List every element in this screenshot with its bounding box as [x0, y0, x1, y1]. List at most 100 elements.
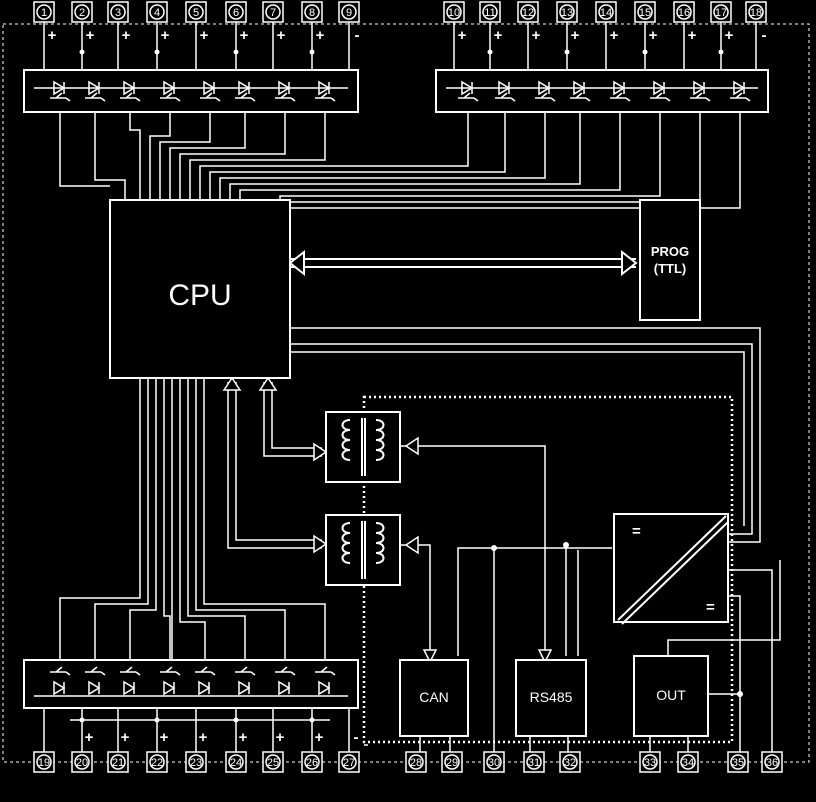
polarity-mark: -	[354, 729, 359, 746]
bottom-terminal-27: 27	[338, 751, 360, 773]
cpu-label: CPU	[168, 279, 231, 312]
terminal-number: 4	[154, 7, 160, 19]
bottom-terminal-23: 23	[185, 751, 207, 773]
top-right-terminal-13: 13	[556, 1, 578, 23]
phototransistor	[195, 666, 216, 676]
top-right-terminal-10: 10	[443, 1, 465, 23]
phototransistor	[50, 92, 71, 102]
polarity-mark: +	[200, 27, 209, 44]
terminal-number: 26	[306, 757, 318, 769]
can-block	[399, 659, 469, 737]
enclosure-frame	[2, 23, 810, 763]
top-right-terminal-11: 11	[479, 1, 501, 23]
top-right-terminal-12: 12	[517, 1, 539, 23]
phototransistor	[535, 92, 556, 102]
bottom-terminal-35: 35	[727, 751, 749, 773]
rs485-block	[515, 659, 587, 737]
terminal-number: 14	[600, 7, 612, 19]
phototransistor	[50, 666, 71, 676]
terminal-number: 1	[41, 7, 47, 19]
prog-label: PROG	[651, 244, 689, 259]
terminal-number: 7	[270, 7, 276, 19]
polarity-mark: +	[688, 27, 697, 44]
bottom-terminal-20: 20	[71, 751, 93, 773]
out-label: OUT	[656, 687, 686, 703]
top-right-terminal-17: 17	[710, 1, 732, 23]
top-terminal-row: 1+2+3+4+5+6+7+8+9-10+11+12+13+14+15+16+1…	[33, 1, 767, 70]
cpu-block	[109, 199, 291, 379]
polarity-mark: -	[355, 27, 360, 44]
dcdc-input-mark: =	[632, 523, 641, 540]
prog-ttl-block	[639, 199, 701, 321]
top-left-terminal-1: 1	[33, 1, 55, 23]
terminal-number: 28	[410, 757, 422, 769]
terminal-number: 6	[233, 7, 239, 19]
led-diode	[238, 680, 251, 696]
terminal-number: 13	[561, 7, 573, 19]
terminal-number: 34	[682, 757, 694, 769]
polarity-mark: +	[316, 27, 325, 44]
optocoupler-block-top-left	[23, 69, 359, 113]
led-diode	[278, 680, 291, 696]
terminal-number: 24	[230, 757, 242, 769]
bottom-terminal-33: 33	[639, 751, 661, 773]
bottom-terminal-34: 34	[677, 751, 699, 773]
polarity-mark: +	[315, 729, 324, 746]
phototransistor	[120, 666, 141, 676]
phototransistor	[235, 92, 256, 102]
bottom-terminal-32: 32	[559, 751, 581, 773]
top-left-terminal-9: 9	[338, 1, 360, 23]
top-left-terminal-8: 8	[301, 1, 323, 23]
terminal-number: 33	[644, 757, 656, 769]
polarity-mark: +	[48, 27, 57, 44]
prog-ttl-label: (TTL)	[654, 261, 686, 276]
terminal-number: 15	[639, 7, 651, 19]
phototransistor	[85, 666, 106, 676]
terminal-number: 17	[715, 7, 727, 19]
terminal-number: 16	[678, 7, 690, 19]
polarity-mark: +	[199, 729, 208, 746]
polarity-mark: +	[649, 27, 658, 44]
polarity-mark: +	[86, 27, 95, 44]
phototransistor	[495, 92, 516, 102]
top-left-terminal-3: 3	[107, 1, 129, 23]
phototransistor	[120, 92, 141, 102]
top-left-terminal-4: 4	[146, 1, 168, 23]
top-right-terminal-16: 16	[673, 1, 695, 23]
wiring	[59, 112, 781, 760]
optocoupler-block-top-right	[435, 69, 769, 113]
terminal-number: 21	[112, 757, 124, 769]
phototransistor	[458, 92, 479, 102]
led-diode	[163, 680, 176, 696]
phototransistor	[275, 666, 296, 676]
terminal-number: 11	[484, 7, 495, 19]
top-left-terminal-2: 2	[71, 1, 93, 23]
polarity-mark: +	[725, 27, 734, 44]
phototransistor	[610, 92, 631, 102]
polarity-mark: +	[239, 729, 248, 746]
phototransistor	[315, 666, 336, 676]
terminal-number: 18	[750, 7, 762, 19]
terminal-number: 35	[732, 757, 744, 769]
phototransistor	[315, 92, 336, 102]
polarity-mark: +	[240, 27, 249, 44]
can-label: CAN	[419, 689, 449, 705]
phototransistor	[160, 92, 181, 102]
polarity-mark: +	[85, 729, 94, 746]
top-left-terminal-7: 7	[262, 1, 284, 23]
isolation-transformer-2	[325, 514, 401, 586]
led-diode	[123, 680, 136, 696]
bottom-terminal-24: 24	[225, 751, 247, 773]
top-right-terminal-15: 15	[634, 1, 656, 23]
rs485-label: RS485	[530, 689, 573, 705]
phototransistor	[200, 92, 221, 102]
terminal-number: 27	[343, 757, 355, 769]
phototransistor	[160, 666, 181, 676]
polarity-mark: +	[610, 27, 619, 44]
polarity-mark: +	[160, 729, 169, 746]
phototransistor	[730, 92, 751, 102]
terminal-number: 2	[79, 7, 85, 19]
terminal-number: 23	[190, 757, 202, 769]
polarity-mark: -	[762, 27, 767, 44]
